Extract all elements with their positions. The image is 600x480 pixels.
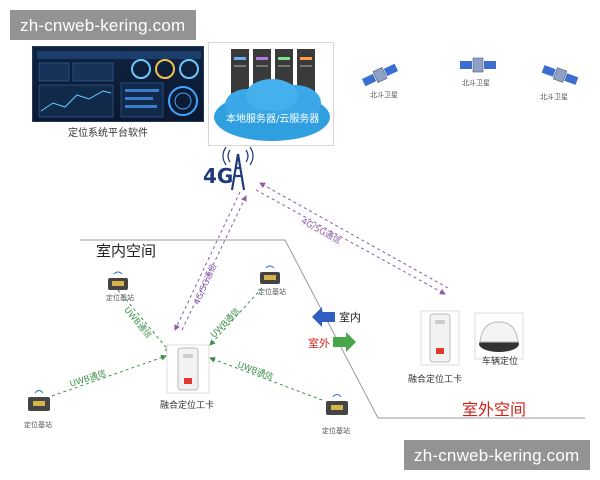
link-4g-to-card <box>174 191 241 331</box>
watermark-top: zh-cnweb-kering.com <box>10 10 196 40</box>
satellite-icon <box>541 65 579 85</box>
satellite-3-label: 北斗卫星 <box>540 93 568 101</box>
uwb-link-top-left <box>117 289 171 353</box>
uwb-anchor-icon <box>260 265 280 284</box>
satellite-2-label: 北斗卫星 <box>462 79 490 87</box>
dashboard-screen-icon <box>37 51 201 118</box>
uwb-anchor-icon <box>28 390 50 411</box>
card-outdoor <box>420 310 460 366</box>
satellite-1 <box>360 62 400 88</box>
outdoor-arrow <box>333 332 356 352</box>
uwb-link-top-right <box>209 287 263 346</box>
platform-dashboard <box>32 46 204 122</box>
id-card-tag-icon <box>166 344 210 394</box>
base-station-top-right <box>256 264 284 286</box>
outdoor-arrow-label: 室外 <box>308 337 330 350</box>
cell-tower-icon <box>222 146 254 191</box>
base-station-right-label: 定位基站 <box>322 427 350 435</box>
card-indoor <box>166 344 210 394</box>
server-node <box>208 42 334 146</box>
satellite-1-label: 北斗卫星 <box>370 91 398 99</box>
satellite-icon <box>460 57 496 73</box>
outdoor-space-label: 室外空间 <box>462 400 527 419</box>
vehicle-locator-icon <box>474 312 524 360</box>
uwb-link-left <box>51 354 167 397</box>
indoor-room-outline <box>80 239 585 419</box>
base-station-right <box>322 392 352 418</box>
link-outdoor-card-to-4g <box>259 182 449 289</box>
uwb-link-right <box>209 356 323 401</box>
base-station-left <box>24 388 54 414</box>
satellite-icon <box>361 63 399 87</box>
vehicle-label: 车辆定位 <box>482 357 519 367</box>
base-station-top-left <box>104 270 132 292</box>
uwb-anchor-icon <box>108 271 128 290</box>
platform-label: 定位系统平台软件 <box>68 128 148 139</box>
indoor-arrow-label: 室内 <box>339 311 361 324</box>
base-station-left-label: 定位基站 <box>24 421 52 429</box>
card-indoor-label: 融合定位工卡 <box>160 401 215 411</box>
link-card-to-4g <box>181 195 247 331</box>
satellite-3 <box>540 62 580 88</box>
network-label: 4G <box>203 164 234 188</box>
satellite-2 <box>458 52 498 78</box>
id-card-tag-icon <box>420 310 460 366</box>
indoor-space-label: 室内空间 <box>96 242 157 260</box>
watermark-bottom: zh-cnweb-kering.com <box>404 440 590 470</box>
cell-tower <box>200 146 260 192</box>
vehicle-locator <box>474 312 524 360</box>
link-4g-to-outdoor-card <box>255 189 446 295</box>
server-label: 本地服务器/云服务器 <box>226 114 320 125</box>
card-outdoor-label: 融合定位工卡 <box>408 375 463 385</box>
server-rack-cloud-icon <box>214 49 330 141</box>
base-station-top-right-label: 定位基站 <box>258 288 286 296</box>
uwb-anchor-icon <box>326 394 348 415</box>
base-station-top-left-label: 定位基站 <box>106 294 134 302</box>
indoor-arrow <box>312 307 335 327</box>
